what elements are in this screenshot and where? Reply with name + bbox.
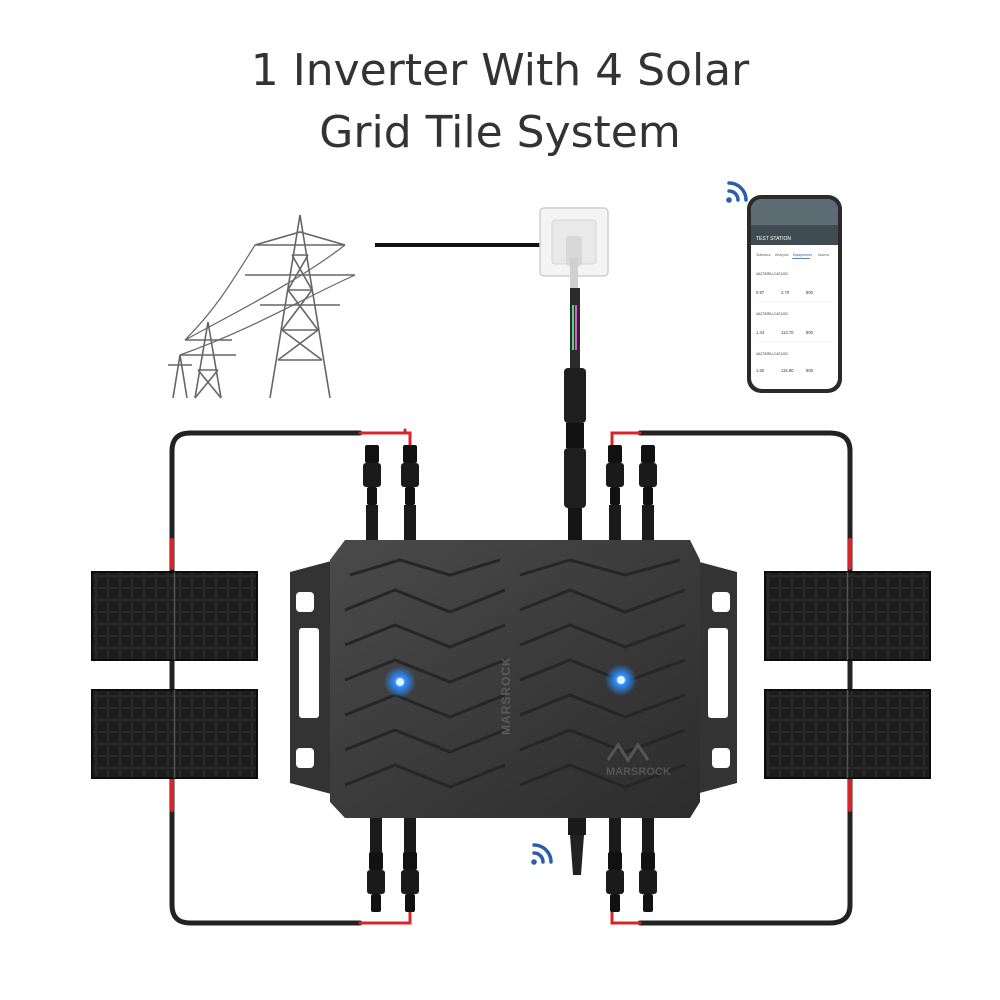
phone-device-0-v2: 4.70	[781, 290, 790, 295]
title-line-1: 1 Inverter With 4 Solar	[250, 45, 750, 96]
phone-tab-3: Alarms	[818, 253, 829, 257]
inverter-watermark: MARSROCK	[606, 766, 671, 778]
wifi-icon	[726, 181, 748, 203]
ac-cable	[564, 288, 586, 543]
mc4-connector-icon	[363, 445, 657, 545]
phone-tab-1: Analysis	[775, 253, 789, 257]
dc-cables	[169, 428, 853, 926]
phone-station-name: TEST STATION	[756, 236, 791, 242]
phone-device-2-v2: 115.80	[781, 368, 794, 373]
phone-tab-2: Equipments	[793, 253, 812, 257]
antenna-icon	[568, 815, 586, 875]
inverter-brand: MARSROCK	[499, 656, 513, 735]
wall-socket-icon	[539, 207, 609, 288]
smartphone-icon: TEST STATION Statistics Analysis Equipme…	[747, 195, 842, 393]
power-tower-icon	[168, 214, 356, 399]
phone-device-1-v1: 1.44	[756, 330, 765, 335]
solar-panel-icon	[764, 689, 931, 779]
solar-panel-icon	[91, 571, 258, 661]
diagram-title: 1 Inverter With 4 Solar Grid Tile System	[0, 40, 1000, 164]
inverter: MARSROCK MARSROCK	[290, 540, 737, 818]
solar-panel-icon	[91, 689, 258, 779]
phone-device-2-model: VAZ700RU-C421202	[756, 352, 788, 356]
phone-device-0-model: VAZ700RU-C421202	[756, 272, 788, 276]
wifi-icon	[531, 843, 553, 865]
mc4-connector-icon	[367, 815, 657, 912]
phone-device-2-v1: 1.50	[756, 368, 765, 373]
title-line-2: Grid Tile System	[319, 107, 681, 158]
phone-device-1-v3: 800	[806, 330, 814, 335]
phone-device-2-v3: 800	[806, 368, 814, 373]
phone-tab-0: Statistics	[756, 253, 771, 257]
solar-panel-icon	[764, 571, 931, 661]
phone-device-1-model: VAZ700RU-C421202	[756, 312, 788, 316]
phone-device-0-v3: 800	[806, 290, 814, 295]
phone-device-1-v2: 113.70	[781, 330, 794, 335]
phone-device-0-v1: 0.97	[756, 290, 765, 295]
